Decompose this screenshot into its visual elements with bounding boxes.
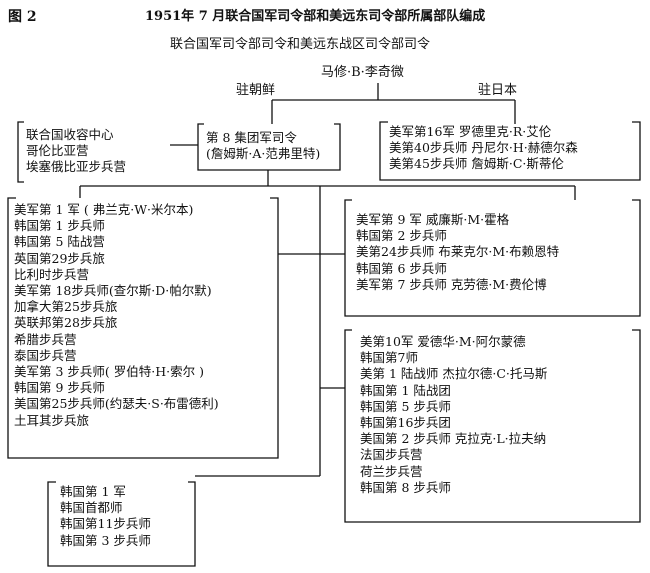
japan-units-box: 美军第16军 罗德里克·R·艾伦 美第40步兵师 丹尼尔·H·赫德尔森 美第45…	[389, 124, 578, 173]
box-line: 美军第 9 军 威廉斯·M·霍格	[356, 212, 510, 227]
eighth-army-box: 第 8 集团军司令 (詹姆斯·A·范弗里特)	[206, 130, 320, 162]
box-line: 美国第 2 步兵师 克拉克·L·拉夫纳	[360, 431, 547, 447]
box-line: 韩国第 5 步兵师	[360, 398, 451, 414]
box-line: 韩国第 3 步兵师	[60, 532, 151, 548]
box-line: 美第40步兵师 丹尼尔·H·赫德尔森	[389, 140, 578, 156]
box-line: 美第 1 陆战师 杰拉尔德·C·托马斯	[360, 366, 548, 382]
branch-korea-label: 驻朝鲜	[236, 83, 276, 98]
box-line: 韩国第 2 步兵师	[356, 228, 447, 244]
un-reception-box: 联合国收容中心 哥伦比亚营 埃塞俄比亚步兵营	[26, 127, 126, 176]
figure-title: 1951年 7 月联合国军司令部和美远东司令部所属部队编成	[145, 9, 486, 24]
corps-9-box: 美军第 9 军 威廉斯·M·霍格 韩国第 2 步兵师 美第24步兵师 布莱克尔·…	[356, 212, 559, 293]
box-line: 美军第 18步兵师(查尔斯·D·帕尔默)	[14, 283, 212, 299]
branch-japan-label: 驻日本	[478, 83, 518, 98]
box-line: 韩国第11步兵师	[60, 516, 151, 532]
box-line: 韩国第7师	[360, 350, 418, 366]
box-line: 英国第29步兵旅	[14, 250, 105, 266]
box-line: 土耳其步兵旅	[14, 412, 90, 428]
commander-name: 马修·B·李奇微	[321, 65, 404, 80]
box-line: 美国第25步兵师(约瑟夫·S·布雷德利)	[14, 396, 219, 412]
box-line: 美军第 3 步兵师( 罗伯特·H·索尔 )	[14, 364, 204, 380]
box-line: 韩国第 8 步兵师	[360, 479, 451, 495]
box-line: 韩国第16步兵团	[360, 415, 451, 431]
box-line: 埃塞俄比亚步兵营	[26, 159, 127, 175]
box-line: 韩国第 1 军	[60, 484, 126, 499]
box-line: 美军第 7 步兵师 克劳德·M·费伦博	[356, 276, 547, 292]
box-line: 泰国步兵营	[14, 347, 77, 363]
box-line: 美第45步兵师 詹姆斯·C·斯蒂伦	[389, 156, 564, 172]
corps-10-box: 美第10军 爱德华·M·阿尔蒙德 韩国第7师 美第 1 陆战师 杰拉尔德·C·托…	[360, 334, 547, 496]
box-line: 法国步兵营	[360, 447, 423, 463]
box-line: 比利时步兵营	[14, 266, 90, 282]
box-line: 第 8 集团军司令	[206, 130, 297, 145]
box-line: 英联邦第28步兵旅	[14, 315, 118, 331]
box-line: 荷兰步兵营	[360, 463, 423, 479]
box-line: 美第10军 爱德华·M·阿尔蒙德	[360, 334, 526, 349]
box-line: 加拿大第25步兵旅	[14, 299, 118, 315]
box-line: 韩国第 9 步兵师	[14, 380, 105, 396]
figure-subtitle: 联合国军司令部司令和美远东战区司令部司令	[170, 37, 431, 52]
box-line: 哥伦比亚营	[26, 143, 89, 159]
box-line: 韩国首都师	[60, 500, 123, 516]
box-line: 联合国收容中心	[26, 127, 114, 142]
box-line: 希腊步兵营	[14, 331, 77, 347]
box-line: 韩国第 6 步兵师	[356, 260, 447, 276]
box-line: 美军第16军 罗德里克·R·艾伦	[389, 124, 552, 139]
korea-1-corps-box: 韩国第 1 军 韩国首都师 韩国第11步兵师 韩国第 3 步兵师	[60, 484, 151, 549]
box-line: 美军第 1 军 ( 弗兰克·W·米尔本)	[14, 202, 194, 217]
box-line: 美第24步兵师 布莱克尔·M·布赖恩特	[356, 244, 560, 260]
box-line: (詹姆斯·A·范弗里特)	[206, 146, 321, 162]
figure-label: 图 2	[8, 9, 37, 25]
box-line: 韩国第 5 陆战营	[14, 234, 105, 250]
box-line: 韩国第 1 陆战团	[360, 382, 451, 398]
corps-1-box: 美军第 1 军 ( 弗兰克·W·米尔本) 韩国第 1 步兵师 韩国第 5 陆战营…	[14, 202, 219, 429]
box-line: 韩国第 1 步兵师	[14, 218, 105, 234]
